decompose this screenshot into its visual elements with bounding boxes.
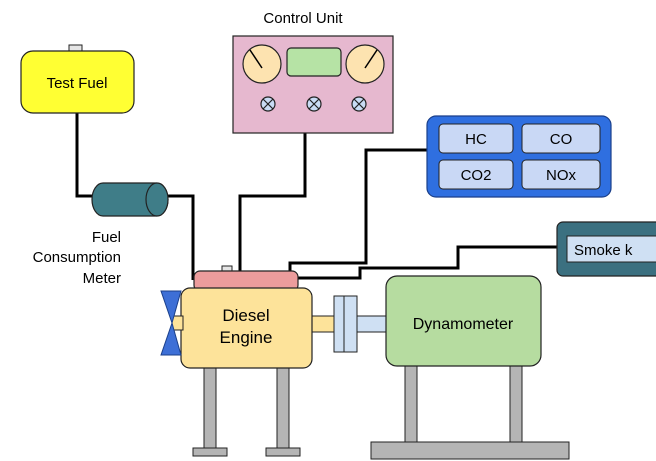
dynamometer-label: Dynamometer (413, 316, 514, 333)
wire-gas-analyzer-to-engine (288, 148, 427, 278)
control-unit (232, 35, 394, 134)
engine-fan-icon (160, 290, 184, 356)
gas-label-co2: CO2 (461, 167, 492, 184)
dyno-leg-right (509, 364, 523, 444)
gas-cell-nox (521, 159, 601, 190)
engine-leg-left (203, 365, 217, 451)
wire-smoke-meter-to-engine (295, 245, 557, 280)
control-unit-display (286, 47, 342, 77)
smoke-meter: Smoke k (556, 221, 656, 277)
engine-output-shaft (309, 315, 337, 333)
dynamometer-body (385, 275, 542, 367)
gas-label-hc: HC (465, 131, 487, 148)
wire-control-unit-to-engine (238, 133, 307, 274)
gas-label-nox: NOx (546, 167, 577, 184)
dynamometer-stand (370, 364, 570, 460)
right-gauge-dial (345, 44, 385, 84)
fuel-meter-label-line2: Consumption (33, 249, 121, 266)
coupling-flange-left (333, 295, 345, 353)
engine-label-line1: Diesel (222, 306, 269, 325)
engine-leg-right (276, 365, 290, 451)
fuel-meter-label-line3: Meter (83, 270, 121, 287)
fuel-line-meter-to-engine (168, 194, 195, 280)
gas-cell-co2 (438, 159, 514, 190)
gas-analyzer: HC CO CO2 NOx (426, 115, 612, 198)
control-knob-icon (260, 96, 276, 112)
fan-blade-upper (160, 290, 182, 325)
fuel-line-tank-to-meter (75, 113, 95, 198)
fuel-meter-label-line1: Fuel (92, 229, 121, 246)
left-gauge-dial (242, 44, 282, 84)
signal-wires (75, 113, 557, 280)
dynamometer: Dynamometer (385, 275, 542, 367)
test-fuel-tank: Test Fuel (20, 44, 135, 114)
gas-cell-co (521, 123, 601, 154)
dyno-input-shaft (356, 315, 388, 333)
gas-cell-hc (438, 123, 514, 154)
fuel-tank-body (20, 50, 135, 114)
diesel-engine: Diesel Engine (180, 265, 313, 369)
smoke-meter-display (566, 235, 656, 263)
engine-stand (192, 365, 301, 457)
engine-foot-right (265, 447, 301, 457)
left-gauge-needle-icon (249, 49, 263, 69)
meter-cylinder-end (145, 182, 169, 217)
engine-label-line2: Engine (220, 328, 273, 347)
drive-shaft (309, 295, 388, 353)
coupling-flange-right (343, 295, 358, 353)
engine-foot-left (192, 447, 228, 457)
right-gauge-needle-icon (364, 49, 378, 69)
dyno-leg-left (404, 364, 418, 444)
test-fuel-label: Test Fuel (47, 75, 108, 92)
fuel-consumption-meter (91, 182, 169, 217)
gas-label-co: CO (550, 131, 573, 148)
control-knob-icon (306, 96, 322, 112)
control-unit-title: Control Unit (263, 10, 343, 27)
fan-blade-lower (160, 321, 182, 356)
smoke-meter-label: Smoke k (574, 242, 633, 259)
control-knob-icon (351, 96, 367, 112)
dyno-base-plate (370, 441, 570, 460)
